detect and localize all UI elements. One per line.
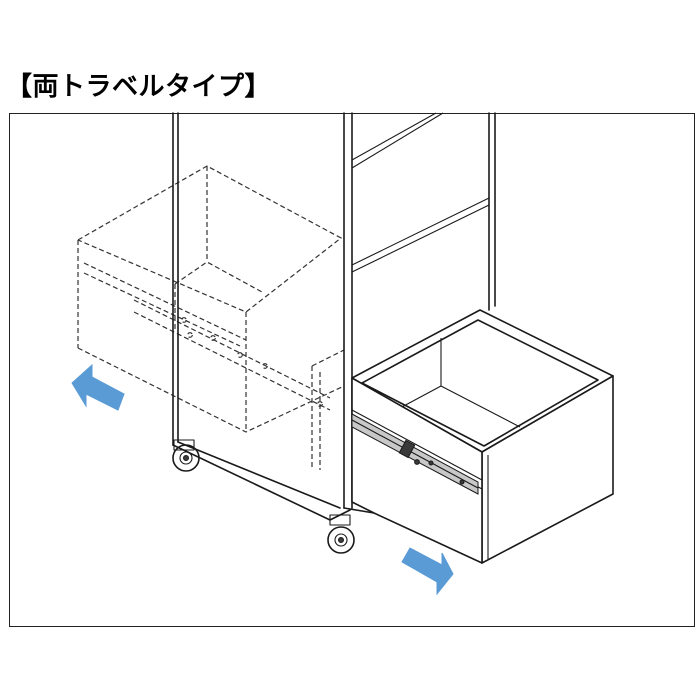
ghost-drawer-left	[77, 165, 345, 470]
slide-rail	[351, 413, 479, 495]
caster-right	[327, 514, 355, 554]
arrow-left-down-icon	[71, 363, 125, 411]
caster-left	[172, 439, 200, 472]
page-title: 【両トラベルタイプ】	[6, 72, 272, 102]
drawer-right	[351, 309, 614, 564]
arrow-right-down-icon	[401, 547, 454, 596]
